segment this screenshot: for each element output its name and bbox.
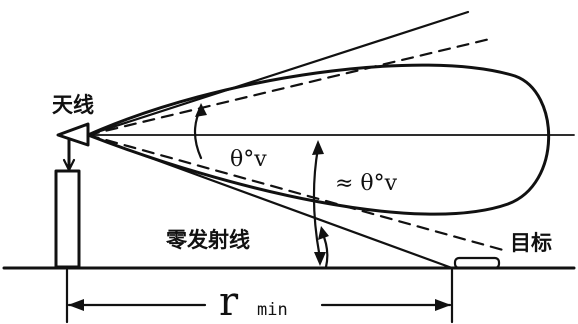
- rmin-main-label: r: [219, 279, 239, 324]
- rmin-arrow-left: [68, 299, 84, 311]
- ground-angle-arrowhead: [318, 226, 329, 240]
- target-icon: [453, 256, 501, 270]
- zero-emission-ray: [86, 133, 454, 270]
- upper-dashed-ray: [86, 36, 496, 137]
- outer-angle-arc: [312, 146, 322, 260]
- rmin-arrow-right: [435, 299, 451, 311]
- antenna-label: 天线: [52, 93, 94, 117]
- inner-angle-arrowhead: [195, 103, 207, 117]
- lower-dashed-ray: [86, 133, 505, 252]
- target-label: 目标: [510, 231, 552, 255]
- beam-lobe: [86, 63, 551, 216]
- outer-angle-arrowhead-bottom: [314, 252, 326, 266]
- outer-angle-arrowhead-top: [312, 140, 324, 155]
- antenna-icon: [56, 122, 90, 147]
- upper-solid-ray: [86, 10, 470, 137]
- zero-emission-label: 零发射线: [165, 228, 250, 252]
- theta-inner-label: θ°v: [230, 147, 267, 172]
- rmin-sub-label: min: [257, 300, 288, 320]
- antenna-feed-arrow: [62, 158, 76, 172]
- antenna-mast: [54, 169, 81, 269]
- theta-outer-label: ≈ θ°v: [335, 171, 398, 196]
